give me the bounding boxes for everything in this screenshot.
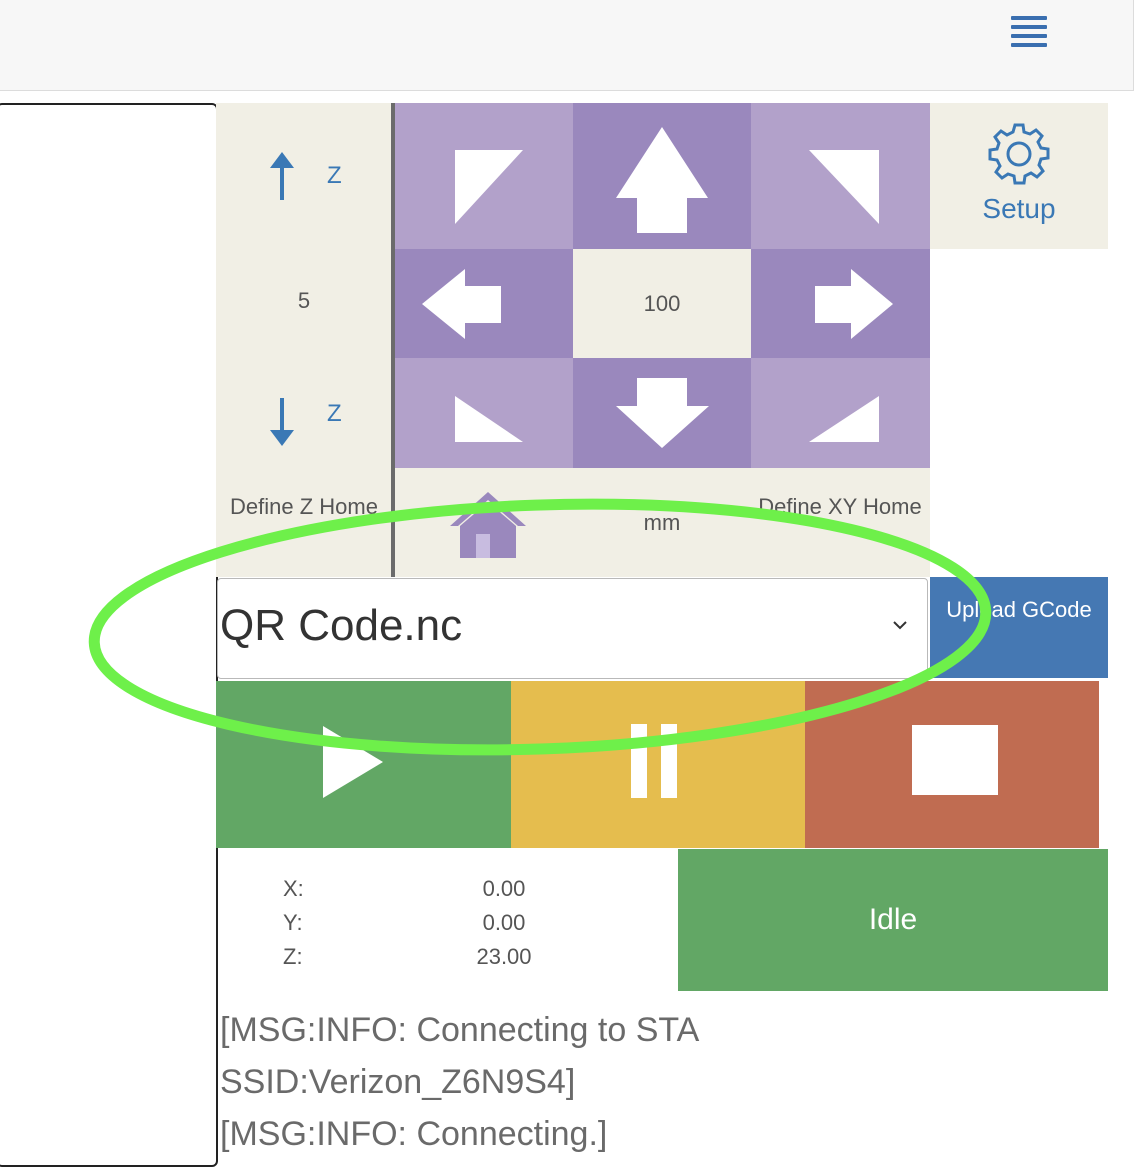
- x-label: X:: [283, 876, 304, 901]
- jog-up-left-button[interactable]: [395, 103, 574, 249]
- jog-unit-label: mm: [643, 510, 681, 535]
- xy-step-value[interactable]: 100: [573, 249, 751, 358]
- stop-button[interactable]: [805, 681, 1099, 848]
- define-z-home-button[interactable]: Define Z Home: [230, 494, 378, 519]
- jog-up-right-button[interactable]: [751, 103, 930, 249]
- z-step-value[interactable]: 5: [297, 288, 311, 313]
- z-down-label[interactable]: Z: [327, 400, 342, 427]
- stop-icon: [912, 725, 998, 795]
- z-down-arrow-icon[interactable]: [268, 398, 296, 448]
- pause-button[interactable]: [511, 681, 805, 848]
- y-label: Y:: [283, 910, 303, 935]
- jog-left-button[interactable]: [395, 249, 573, 358]
- log-line: [MSG:INFO: Connecting to STA: [220, 1011, 700, 1049]
- upload-gcode-button[interactable]: Upload GCode: [930, 577, 1108, 678]
- pause-icon: [631, 724, 677, 798]
- z-up-label[interactable]: Z: [327, 162, 342, 189]
- home-icon[interactable]: [450, 492, 526, 558]
- gcode-file-select[interactable]: QR Code.nc: [217, 578, 928, 679]
- machine-status: Idle: [678, 849, 1108, 991]
- x-value: 0.00: [482, 876, 526, 901]
- jog-down-right-button[interactable]: [751, 358, 930, 468]
- position-labels: X: Y: Z:: [283, 872, 304, 974]
- z-label: Z:: [283, 944, 303, 969]
- jog-right-button[interactable]: [751, 249, 930, 358]
- gear-icon: [988, 123, 1050, 185]
- setup-button[interactable]: Setup: [930, 103, 1108, 249]
- top-bar: [0, 0, 1134, 91]
- log-line: SSID:Verizon_Z6N9S4]: [220, 1063, 576, 1101]
- log-line: [MSG:INFO: Connecting.]: [220, 1115, 608, 1153]
- jog-down-left-button[interactable]: [395, 358, 574, 468]
- play-icon: [323, 726, 383, 798]
- hamburger-menu-icon[interactable]: [1011, 16, 1047, 48]
- position-values: 0.00 0.00 23.00: [454, 872, 554, 974]
- z-up-arrow-icon[interactable]: [268, 152, 296, 202]
- y-value: 0.00: [482, 910, 526, 935]
- message-log: [MSG:INFO: Connecting to STA SSID:Verizo…: [220, 1004, 780, 1160]
- z-jog-panel: [216, 103, 392, 577]
- jog-down-button[interactable]: [573, 358, 751, 468]
- run-button[interactable]: [216, 681, 511, 848]
- z-value: 23.00: [476, 944, 532, 969]
- z-divider: [391, 103, 395, 577]
- left-panel: [0, 103, 218, 1167]
- chevron-down-icon: [893, 621, 907, 630]
- setup-label: Setup: [982, 193, 1056, 224]
- define-xy-home-button[interactable]: Define XY Home: [758, 494, 922, 519]
- jog-up-button[interactable]: [573, 103, 751, 249]
- selected-file-name: QR Code.nc: [220, 601, 463, 650]
